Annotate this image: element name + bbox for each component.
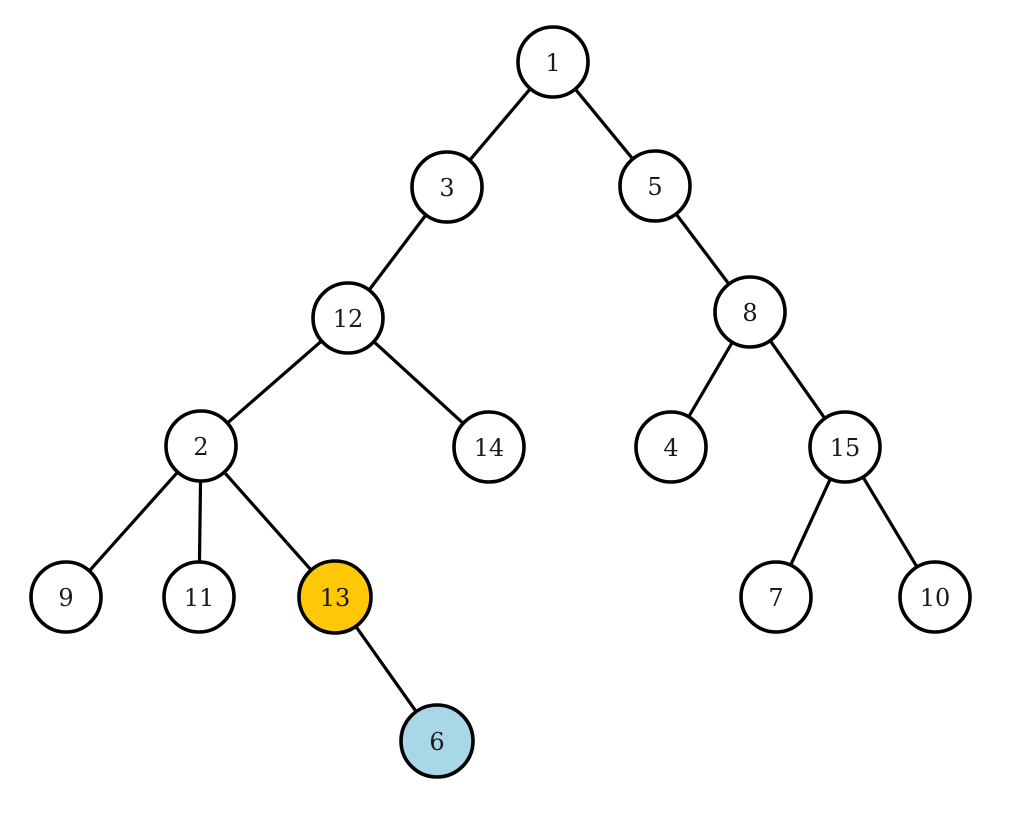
tree-edge-8-15 [769,340,826,419]
tree-edge-1-5 [574,89,634,159]
tree-node-7[interactable]: 7 [739,560,813,634]
tree-node-circle-12[interactable] [311,281,385,355]
tree-node-1[interactable]: 1 [516,25,590,99]
tree-node-9[interactable]: 9 [29,560,103,634]
tree-edge-2-9 [89,472,178,571]
tree-node-2[interactable]: 2 [164,409,238,483]
tree-edge-8-4 [688,342,733,417]
tree-node-circle-3[interactable] [410,150,484,224]
tree-edge-15-10 [862,477,918,567]
tree-edge-15-7 [789,479,832,565]
tree-node-circle-7[interactable] [739,560,813,634]
tree-edge-5-8 [675,214,730,284]
tree-edge-2-11 [197,482,203,561]
tree-node-circle-11[interactable] [162,560,236,634]
tree-node-8[interactable]: 8 [713,275,787,349]
tree-edge-1-3 [469,88,531,161]
tree-edge-3-12 [368,215,427,290]
tree-node-12[interactable]: 12 [311,281,385,355]
tree-edge-2-13 [224,472,312,571]
tree-node-4[interactable]: 4 [634,410,708,484]
tree-node-10[interactable]: 10 [898,560,972,634]
tree-node-circle-6[interactable] [399,703,475,779]
tree-node-circle-5[interactable] [618,149,692,223]
tree-node-circle-10[interactable] [898,560,972,634]
tree-node-14[interactable]: 14 [452,410,526,484]
tree-edge-13-6 [355,626,417,712]
edges-layer [89,88,918,712]
tree-node-circle-15[interactable] [808,410,882,484]
tree-node-circle-4[interactable] [634,410,708,484]
tree-node-circle-8[interactable] [713,275,787,349]
tree-node-circle-2[interactable] [164,409,238,483]
tree-node-circle-1[interactable] [516,25,590,99]
tree-node-circle-13[interactable] [297,559,373,635]
tree-node-3[interactable]: 3 [410,150,484,224]
tree-node-5[interactable]: 5 [618,149,692,223]
tree-node-circle-9[interactable] [29,560,103,634]
tree-node-6[interactable]: 6 [399,703,475,779]
tree-node-15[interactable]: 15 [808,410,882,484]
tree-node-13[interactable]: 13 [297,559,373,635]
tree-edge-12-2 [227,340,322,424]
tree-node-11[interactable]: 11 [162,560,236,634]
tree-node-circle-14[interactable] [452,410,526,484]
tree-edge-12-14 [373,341,464,424]
